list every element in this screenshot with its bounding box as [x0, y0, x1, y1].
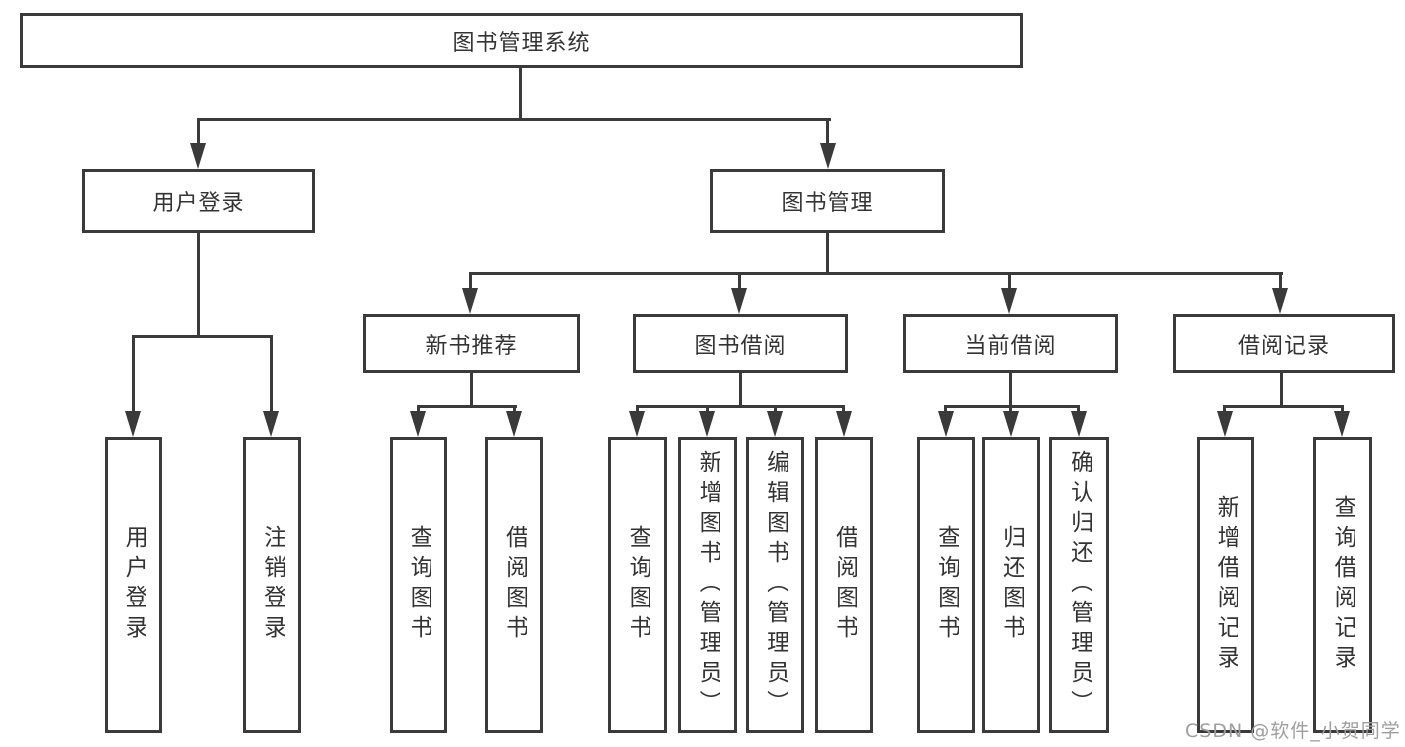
arrow-down-icon	[1003, 411, 1019, 437]
arrow-down-icon	[836, 411, 852, 437]
watermark: CSDN @软件_小贺同学	[1185, 720, 1401, 742]
arrow-down-icon	[938, 411, 954, 437]
connector-line	[132, 335, 135, 413]
connector-line	[774, 405, 777, 415]
node-user-login: 用户登录	[82, 169, 315, 233]
leaf-edit-books-admin: 编辑图书（管理员）	[746, 437, 804, 733]
leaf-edit-books-admin-label: 编辑图书（管理员）	[762, 450, 788, 720]
leaf-add-borrow-record-label: 新增借阅记录	[1213, 495, 1239, 675]
connector-line	[944, 405, 1080, 408]
connector-line	[739, 373, 742, 408]
connector-line	[842, 405, 845, 415]
arrow-down-icon	[1334, 411, 1350, 437]
arrow-down-icon	[731, 288, 747, 314]
leaf-query-books-3-label: 查询图书	[933, 525, 959, 645]
arrow-down-icon	[699, 411, 715, 437]
connector-line	[826, 233, 829, 274]
arrow-down-icon	[629, 411, 645, 437]
connector-line	[706, 405, 709, 415]
leaf-confirm-return-admin: 确认归还（管理员）	[1049, 437, 1109, 733]
connector-line	[1223, 405, 1344, 408]
connector-line	[1279, 272, 1282, 290]
leaf-logout: 注销登录	[243, 437, 301, 733]
leaf-logout-label: 注销登录	[259, 525, 285, 645]
leaf-query-borrow-record: 查询借阅记录	[1313, 437, 1372, 733]
connector-line	[417, 405, 420, 415]
node-new-book-recommend-label: 新书推荐	[425, 333, 518, 359]
leaf-query-borrow-record-label: 查询借阅记录	[1330, 495, 1356, 675]
node-root-label: 图书管理系统	[452, 30, 591, 56]
node-root: 图书管理系统	[20, 13, 1023, 68]
leaf-add-books-admin: 新增图书（管理员）	[678, 437, 737, 733]
leaf-add-books-admin-label: 新增图书（管理员）	[695, 450, 721, 720]
connector-line	[1223, 405, 1226, 415]
leaf-query-books-1: 查询图书	[390, 437, 447, 733]
connector-line	[513, 405, 516, 415]
node-book-borrowing: 图书借阅	[633, 314, 848, 373]
connector-line	[1341, 405, 1344, 415]
node-new-book-recommend: 新书推荐	[363, 314, 580, 373]
connector-line	[197, 118, 831, 121]
connector-line	[132, 335, 273, 338]
leaf-query-books-3: 查询图书	[917, 437, 975, 733]
connector-line	[1009, 405, 1012, 415]
leaf-borrow-books-2: 借阅图书	[815, 437, 873, 733]
connector-line	[944, 405, 947, 415]
arrow-down-icon	[190, 143, 206, 169]
connector-line	[636, 405, 845, 408]
arrow-down-icon	[410, 411, 426, 437]
node-current-borrowing-label: 当前借阅	[964, 333, 1057, 359]
leaf-confirm-return-admin-label: 确认归还（管理员）	[1066, 450, 1092, 720]
leaf-query-books-2-label: 查询图书	[625, 525, 651, 645]
arrow-down-icon	[1272, 288, 1288, 314]
connector-line	[636, 405, 639, 415]
leaf-user-login: 用户登录	[105, 437, 162, 733]
arrow-down-icon	[462, 288, 478, 314]
leaf-borrow-books-1: 借阅图书	[485, 437, 543, 733]
arrow-down-icon	[1071, 411, 1087, 437]
leaf-user-login-label: 用户登录	[121, 525, 147, 645]
connector-line	[469, 272, 472, 290]
leaf-return-books-label: 归还图书	[998, 525, 1024, 645]
arrow-down-icon	[1217, 411, 1233, 437]
leaf-query-books-1-label: 查询图书	[406, 525, 432, 645]
connector-line	[826, 118, 829, 146]
leaf-add-borrow-record: 新增借阅记录	[1197, 437, 1254, 733]
leaf-return-books: 归还图书	[982, 437, 1040, 733]
arrow-down-icon	[506, 411, 522, 437]
connector-line	[519, 68, 522, 121]
node-current-borrowing: 当前借阅	[903, 314, 1118, 373]
arrow-down-icon	[125, 411, 141, 437]
leaf-query-books-2: 查询图书	[608, 437, 667, 733]
connector-line	[1008, 272, 1011, 290]
arrow-down-icon	[767, 411, 783, 437]
arrow-down-icon	[1001, 288, 1017, 314]
connector-line	[197, 118, 200, 146]
arrow-down-icon	[263, 411, 279, 437]
connector-line	[470, 373, 473, 408]
connector-line	[270, 335, 273, 413]
node-book-management-label: 图书管理	[781, 191, 874, 216]
connector-line	[1009, 373, 1012, 408]
connector-line	[1077, 405, 1080, 415]
node-user-login-label: 用户登录	[152, 191, 245, 216]
node-book-management: 图书管理	[710, 169, 945, 233]
node-borrow-records-label: 借阅记录	[1237, 333, 1330, 359]
connector-line	[197, 233, 200, 338]
connector-line	[417, 405, 517, 408]
connector-line	[469, 272, 1283, 275]
node-book-borrowing-label: 图书借阅	[694, 333, 787, 359]
connector-line	[1280, 373, 1283, 408]
leaf-borrow-books-1-label: 借阅图书	[501, 525, 527, 645]
leaf-borrow-books-2-label: 借阅图书	[831, 525, 857, 645]
arrow-down-icon	[820, 143, 836, 169]
connector-line	[738, 272, 741, 290]
node-borrow-records: 借阅记录	[1173, 314, 1395, 373]
